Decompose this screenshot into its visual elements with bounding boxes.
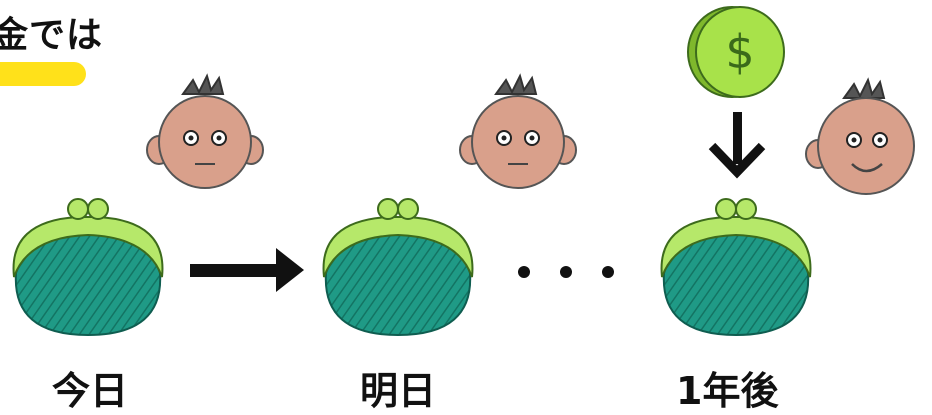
label-tomorrow: 明日 — [360, 369, 437, 413]
coin-symbol: $ — [725, 25, 754, 79]
coin-icon: $ — [687, 6, 785, 98]
label-today: 今日 — [52, 369, 129, 413]
face-icon — [459, 73, 577, 189]
highlight-bar — [0, 62, 86, 86]
right-arrow-icon — [190, 248, 304, 292]
ellipsis-dots — [518, 266, 614, 278]
page-title: 金では — [0, 15, 104, 56]
purse-icon — [322, 198, 474, 337]
face-icon — [146, 73, 264, 189]
label-one-year-later: 1年後 — [676, 369, 779, 413]
purse-icon — [660, 198, 812, 337]
purse-icon — [12, 198, 164, 337]
down-arrow-icon — [708, 112, 766, 179]
face-icon — [805, 77, 915, 195]
